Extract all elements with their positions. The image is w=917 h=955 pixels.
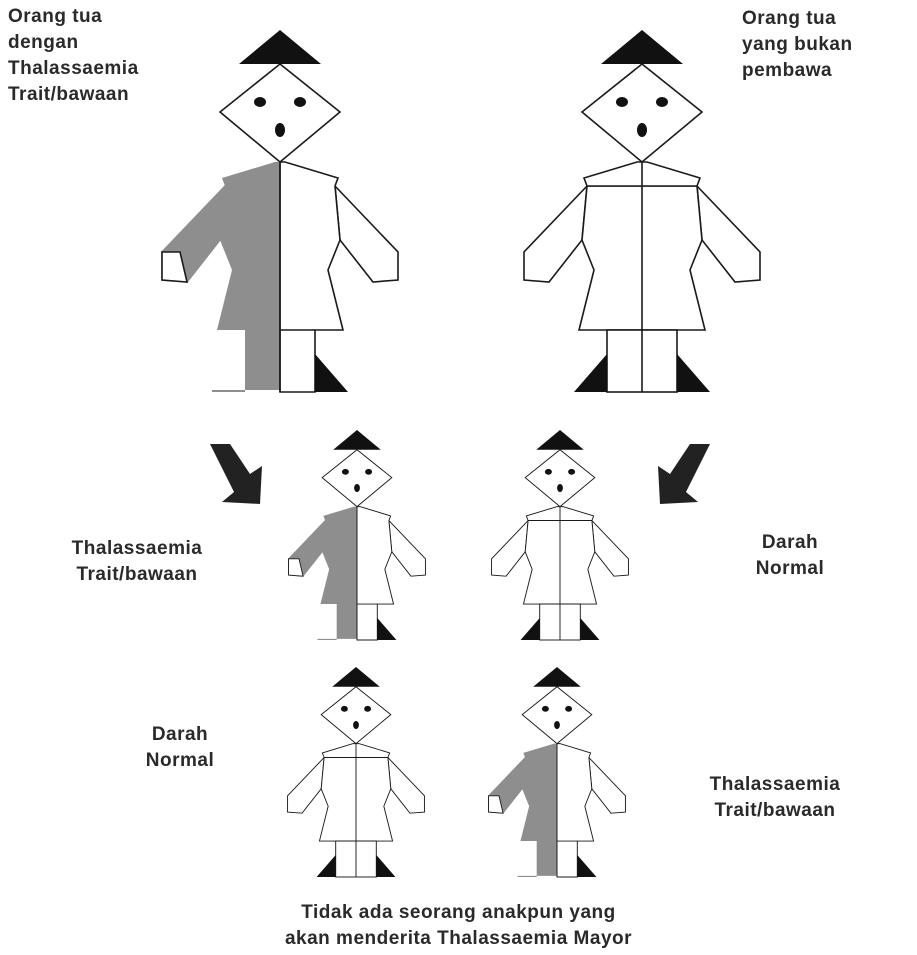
child-normal-2-figure (288, 667, 425, 877)
child-normal-2-label: Darah Normal (100, 722, 260, 774)
child-normal-1-figure (492, 430, 629, 640)
child-carrier-1-label: Thalassaemia Trait/bawaan (22, 536, 252, 588)
arrow-down-left-icon (658, 444, 710, 504)
parent-carrier-label: Orang tua dengan Thalassaemia Trait/bawa… (8, 4, 139, 108)
child-normal-1-label: Darah Normal (700, 530, 880, 582)
child-carrier-1-figure (289, 430, 426, 640)
conclusion-text: Tidak ada seorang anakpun yang akan mend… (150, 900, 767, 952)
arrow-down-right-icon (210, 444, 262, 504)
parent-noncarrier-label: Orang tua yang bukan pembawa (742, 6, 853, 84)
parent-carrier-figure (162, 30, 398, 392)
parent-noncarrier-figure (524, 30, 760, 392)
child-carrier-2-figure (489, 667, 626, 877)
child-carrier-2-label: Thalassaemia Trait/bawaan (665, 772, 885, 824)
